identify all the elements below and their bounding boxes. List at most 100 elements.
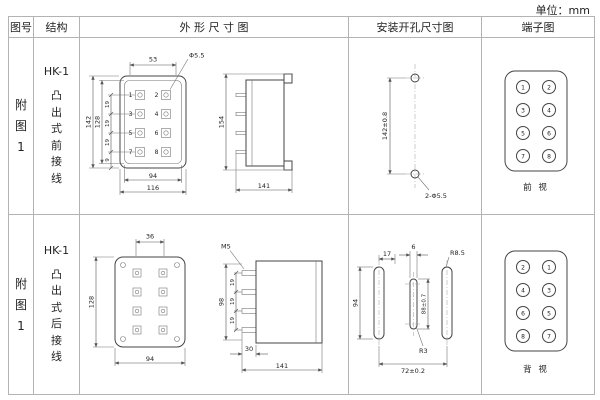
dim-98: 98 <box>218 298 226 306</box>
fig-number-cell-1: 附 图 1 <box>8 37 34 215</box>
mounting-drawing-rear-wired: 17 6 R8.5 94 88±0.7 <box>352 243 465 375</box>
outline-drawing-cell-1: 1 2 3 4 5 6 7 8 53 <box>79 37 349 215</box>
dim-6: 6 <box>411 243 415 251</box>
dim-142-tol: 142±0.8 <box>381 112 389 140</box>
relay-rear-view: 36 128 94 <box>88 233 186 366</box>
dim-72-tol: 72±0.2 <box>401 367 425 375</box>
dim-154: 154 <box>218 116 226 128</box>
fig-char: 附 <box>14 276 27 291</box>
spec-table: 图号 结构 外 形 尺 寸 图 安装开孔尺寸图 端子图 附 图 1 HK-1 凸… <box>8 16 595 395</box>
view-label: 背 视 <box>523 364 549 375</box>
terminal-number: 3 <box>521 107 525 114</box>
terminal-drawing-cell-2: 2 1 4 3 6 5 8 7 背 视 <box>481 214 595 395</box>
fig-char: 附 <box>14 98 27 112</box>
terminal-number: 7 <box>547 333 551 340</box>
terminal-layout: 2 1 4 3 6 5 8 7 背 视 <box>504 250 568 375</box>
model-label: HK-1 <box>43 243 70 257</box>
dim-94: 94 <box>146 355 154 363</box>
terminal-number: 3 <box>547 287 551 294</box>
dim-hole: Φ5.5 <box>189 52 204 60</box>
dim-128: 128 <box>88 296 96 308</box>
terminal-diagram-back-view: 2 1 4 3 6 5 8 7 背 视 <box>504 250 568 375</box>
dim-m5: M5 <box>221 243 231 251</box>
hole-callout: 2-Φ5.5 <box>425 192 447 200</box>
header-mounting: 安装开孔尺寸图 <box>348 16 482 38</box>
terminal-number: 5 <box>547 310 551 317</box>
relay-side-view: 154 141 <box>218 73 293 193</box>
dim-141: 141 <box>276 362 288 370</box>
dim-r3: R3 <box>419 347 428 355</box>
terminal-layout: 1 2 3 4 5 6 7 8 前 视 <box>504 70 568 193</box>
terminal-diagram-front-view: 1 2 3 4 5 6 7 8 前 视 <box>504 70 568 193</box>
dim-141: 141 <box>258 182 270 190</box>
terminal-number: 8 <box>547 153 551 160</box>
dim-142: 142 <box>85 116 93 128</box>
terminal-number: 8 <box>155 149 159 156</box>
dim-94: 94 <box>352 299 360 307</box>
header-structure: 结构 <box>33 16 80 38</box>
dim-53: 53 <box>149 56 157 64</box>
outline-drawing-rear-wired: 36 128 94 <box>88 233 323 373</box>
dim-r8-5: R8.5 <box>450 249 465 257</box>
terminal-number: 4 <box>521 287 525 294</box>
relay-front-view: 1 2 3 4 5 6 7 8 <box>119 75 187 169</box>
unit-label: 单位：mm <box>535 4 590 17</box>
dim-88-tol: 88±0.7 <box>422 293 428 314</box>
dim-19: 19 <box>230 317 236 324</box>
mounting-slots: 17 6 R8.5 94 88±0.7 <box>352 243 465 375</box>
terminal-number: 1 <box>129 92 133 99</box>
terminal-number: 4 <box>155 111 159 118</box>
terminal-number: 2 <box>547 84 551 91</box>
dim-9: 9 <box>105 158 111 162</box>
dim-19: 19 <box>230 298 236 305</box>
terminal-number: 7 <box>521 153 525 160</box>
model-label: HK-1 <box>43 65 70 78</box>
structure-cell-1: HK-1 凸 出 式 前 接 线 <box>33 37 80 215</box>
terminal-number: 6 <box>521 310 525 317</box>
terminal-number: 1 <box>521 84 525 91</box>
row-front-wired: 附 图 1 HK-1 凸 出 式 前 接 线 <box>8 37 595 215</box>
fig-char: 1 <box>17 140 25 154</box>
dim-30: 30 <box>245 345 253 353</box>
fig-char: 图 <box>14 297 27 312</box>
terminal-number: 3 <box>129 111 133 118</box>
terminal-number: 1 <box>547 264 551 271</box>
mounting-drawing-cell-2: 17 6 R8.5 94 88±0.7 <box>348 214 482 395</box>
front-view-dimensions: 53 Φ5.5 142 128 <box>85 52 204 195</box>
dim-19: 19 <box>230 279 236 286</box>
fig-number-cell-2: 附 图 1 <box>8 214 34 395</box>
header-fig-no: 图号 <box>8 16 34 38</box>
outline-drawing-cell-2: 36 128 94 <box>79 214 349 395</box>
row-rear-wired: 附 图 1 HK-1 凸 出 式 后 接 线 <box>8 214 595 395</box>
terminal-number: 6 <box>155 130 159 137</box>
terminal-number: 6 <box>547 130 551 137</box>
dim-116: 116 <box>147 184 159 192</box>
terminal-number: 2 <box>521 264 525 271</box>
terminal-number: 4 <box>547 107 551 114</box>
terminal-number: 2 <box>155 92 159 99</box>
dim-36: 36 <box>146 233 154 241</box>
relay-side-view-rear-wired: M5 98 19 19 19 <box>218 243 323 373</box>
mounting-drawing-cell-1: 142±0.8 2-Φ5.5 <box>348 37 482 215</box>
fig-char: 1 <box>17 318 25 333</box>
dim-17: 17 <box>383 250 391 258</box>
dim-19: 19 <box>105 101 111 108</box>
dim-19: 19 <box>105 120 111 127</box>
view-label: 前 视 <box>523 182 549 193</box>
terminal-drawing-cell-1: 1 2 3 4 5 6 7 8 前 视 <box>481 37 595 215</box>
terminal-number: 5 <box>129 130 133 137</box>
terminal-number: 8 <box>521 333 525 340</box>
fig-char: 图 <box>14 119 27 133</box>
header-terminal: 端子图 <box>481 16 595 38</box>
dim-94: 94 <box>149 172 157 180</box>
header-row: 图号 结构 外 形 尺 寸 图 安装开孔尺寸图 端子图 <box>8 16 595 38</box>
outline-drawing-front-wired: 1 2 3 4 5 6 7 8 53 <box>85 52 293 195</box>
dim-128: 128 <box>94 116 102 128</box>
mounting-drawing-front-wired: 142±0.8 2-Φ5.5 <box>381 64 447 200</box>
header-outline: 外 形 尺 寸 图 <box>79 16 349 38</box>
mounting-holes: 142±0.8 2-Φ5.5 <box>381 64 447 200</box>
terminal-number: 5 <box>521 130 525 137</box>
structure-cell-2: HK-1 凸 出 式 后 接 线 <box>33 214 80 395</box>
dim-19: 19 <box>105 139 111 146</box>
